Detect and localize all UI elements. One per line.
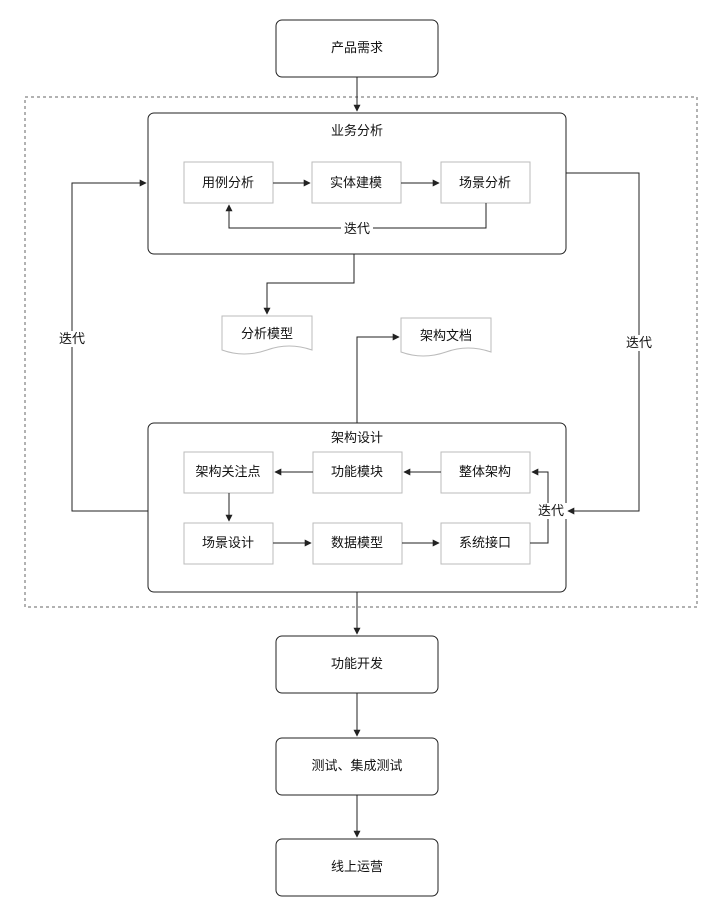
architecture-document-shape	[400, 317, 492, 357]
business-iteration-label: 迭代	[340, 221, 374, 237]
analysis-model-document	[221, 315, 313, 355]
dashed-region	[24, 96, 698, 608]
overall-architecture-box	[440, 451, 531, 494]
entity-modeling-box	[311, 161, 402, 204]
architecture-design-label: 架构设计	[330, 430, 384, 445]
overall-architecture-label: 整体架构	[458, 464, 512, 479]
arrow-left-iteration	[71, 179, 148, 512]
scenario-design-box	[183, 522, 274, 565]
product-requirements-label: 产品需求	[330, 40, 384, 55]
scenario-design-label: 场景设计	[201, 535, 255, 550]
function-development-label: 功能开发	[330, 656, 384, 671]
right-iteration-label: 迭代	[622, 335, 656, 351]
function-module-label: 功能模块	[330, 464, 384, 479]
architecture-design-box	[147, 422, 567, 593]
left-iteration-label: 迭代	[55, 331, 89, 347]
analysis-model-label: 分析模型	[240, 326, 294, 341]
data-model-box	[312, 522, 403, 565]
scenario-analysis-label: 场景分析	[458, 175, 512, 190]
architecture-iteration-label: 迭代	[534, 503, 568, 519]
entity-modeling-label: 实体建模	[329, 175, 383, 190]
business-analysis-label: 业务分析	[330, 123, 384, 138]
function-module-box	[312, 451, 403, 494]
architecture-document-label: 架构文档	[419, 328, 473, 343]
testing-label: 测试、集成测试	[311, 758, 403, 773]
use-case-analysis-box	[183, 161, 274, 204]
arrow-architecture-to-document	[356, 333, 400, 423]
online-operation-label: 线上运营	[330, 859, 384, 874]
architecture-concerns-label: 架构关注点	[195, 464, 261, 479]
data-model-label: 数据模型	[330, 535, 384, 550]
online-operation-box	[275, 838, 439, 897]
use-case-analysis-label: 用例分析	[201, 175, 255, 190]
system-interface-box	[440, 522, 531, 565]
arrow-business-to-analysis-model	[263, 254, 355, 315]
system-interface-label: 系统接口	[458, 535, 512, 550]
